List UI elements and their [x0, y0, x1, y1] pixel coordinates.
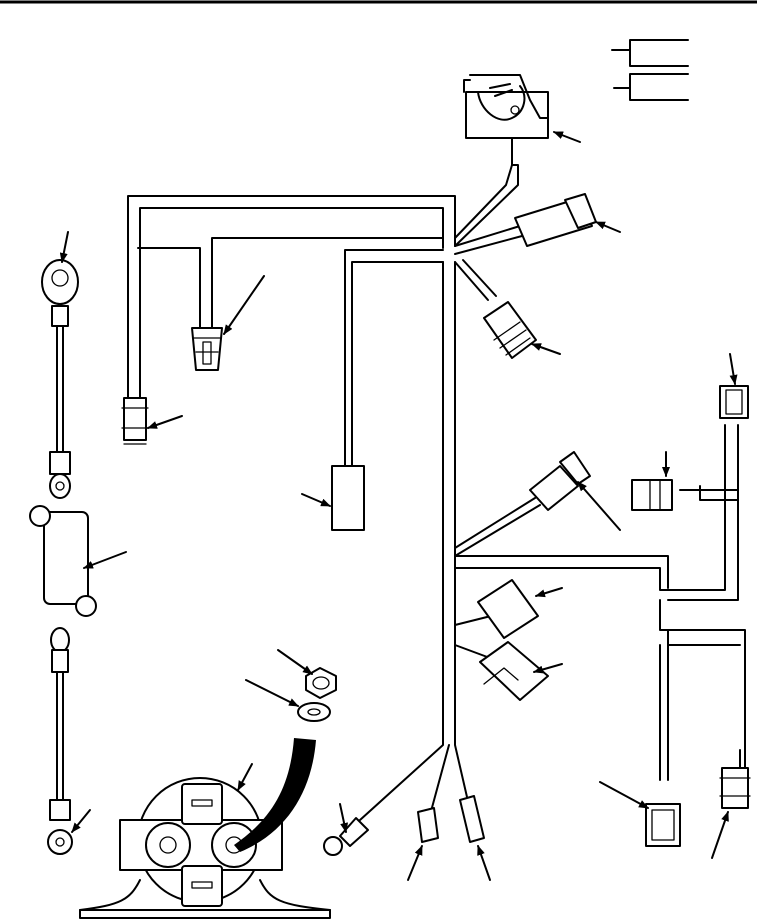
right-side-harness [454, 385, 751, 847]
left-cable-assembly [29, 259, 97, 855]
diagonal-plug [454, 451, 591, 557]
harness-trunk [127, 195, 456, 706]
nut-and-washer [297, 667, 337, 722]
center-module [331, 439, 365, 531]
right-middle-connector [454, 259, 537, 359]
starter-solenoid [79, 738, 331, 919]
top-relay-connector [454, 74, 549, 247]
upper-right-plug [454, 193, 597, 255]
lower-middle-connectors [454, 579, 549, 701]
left-plug [121, 359, 149, 445]
legend-connector-symbols [611, 39, 689, 101]
harness-sensor [191, 281, 223, 371]
callout-arrows [59, 131, 738, 881]
bottom-fan-out [323, 704, 485, 856]
